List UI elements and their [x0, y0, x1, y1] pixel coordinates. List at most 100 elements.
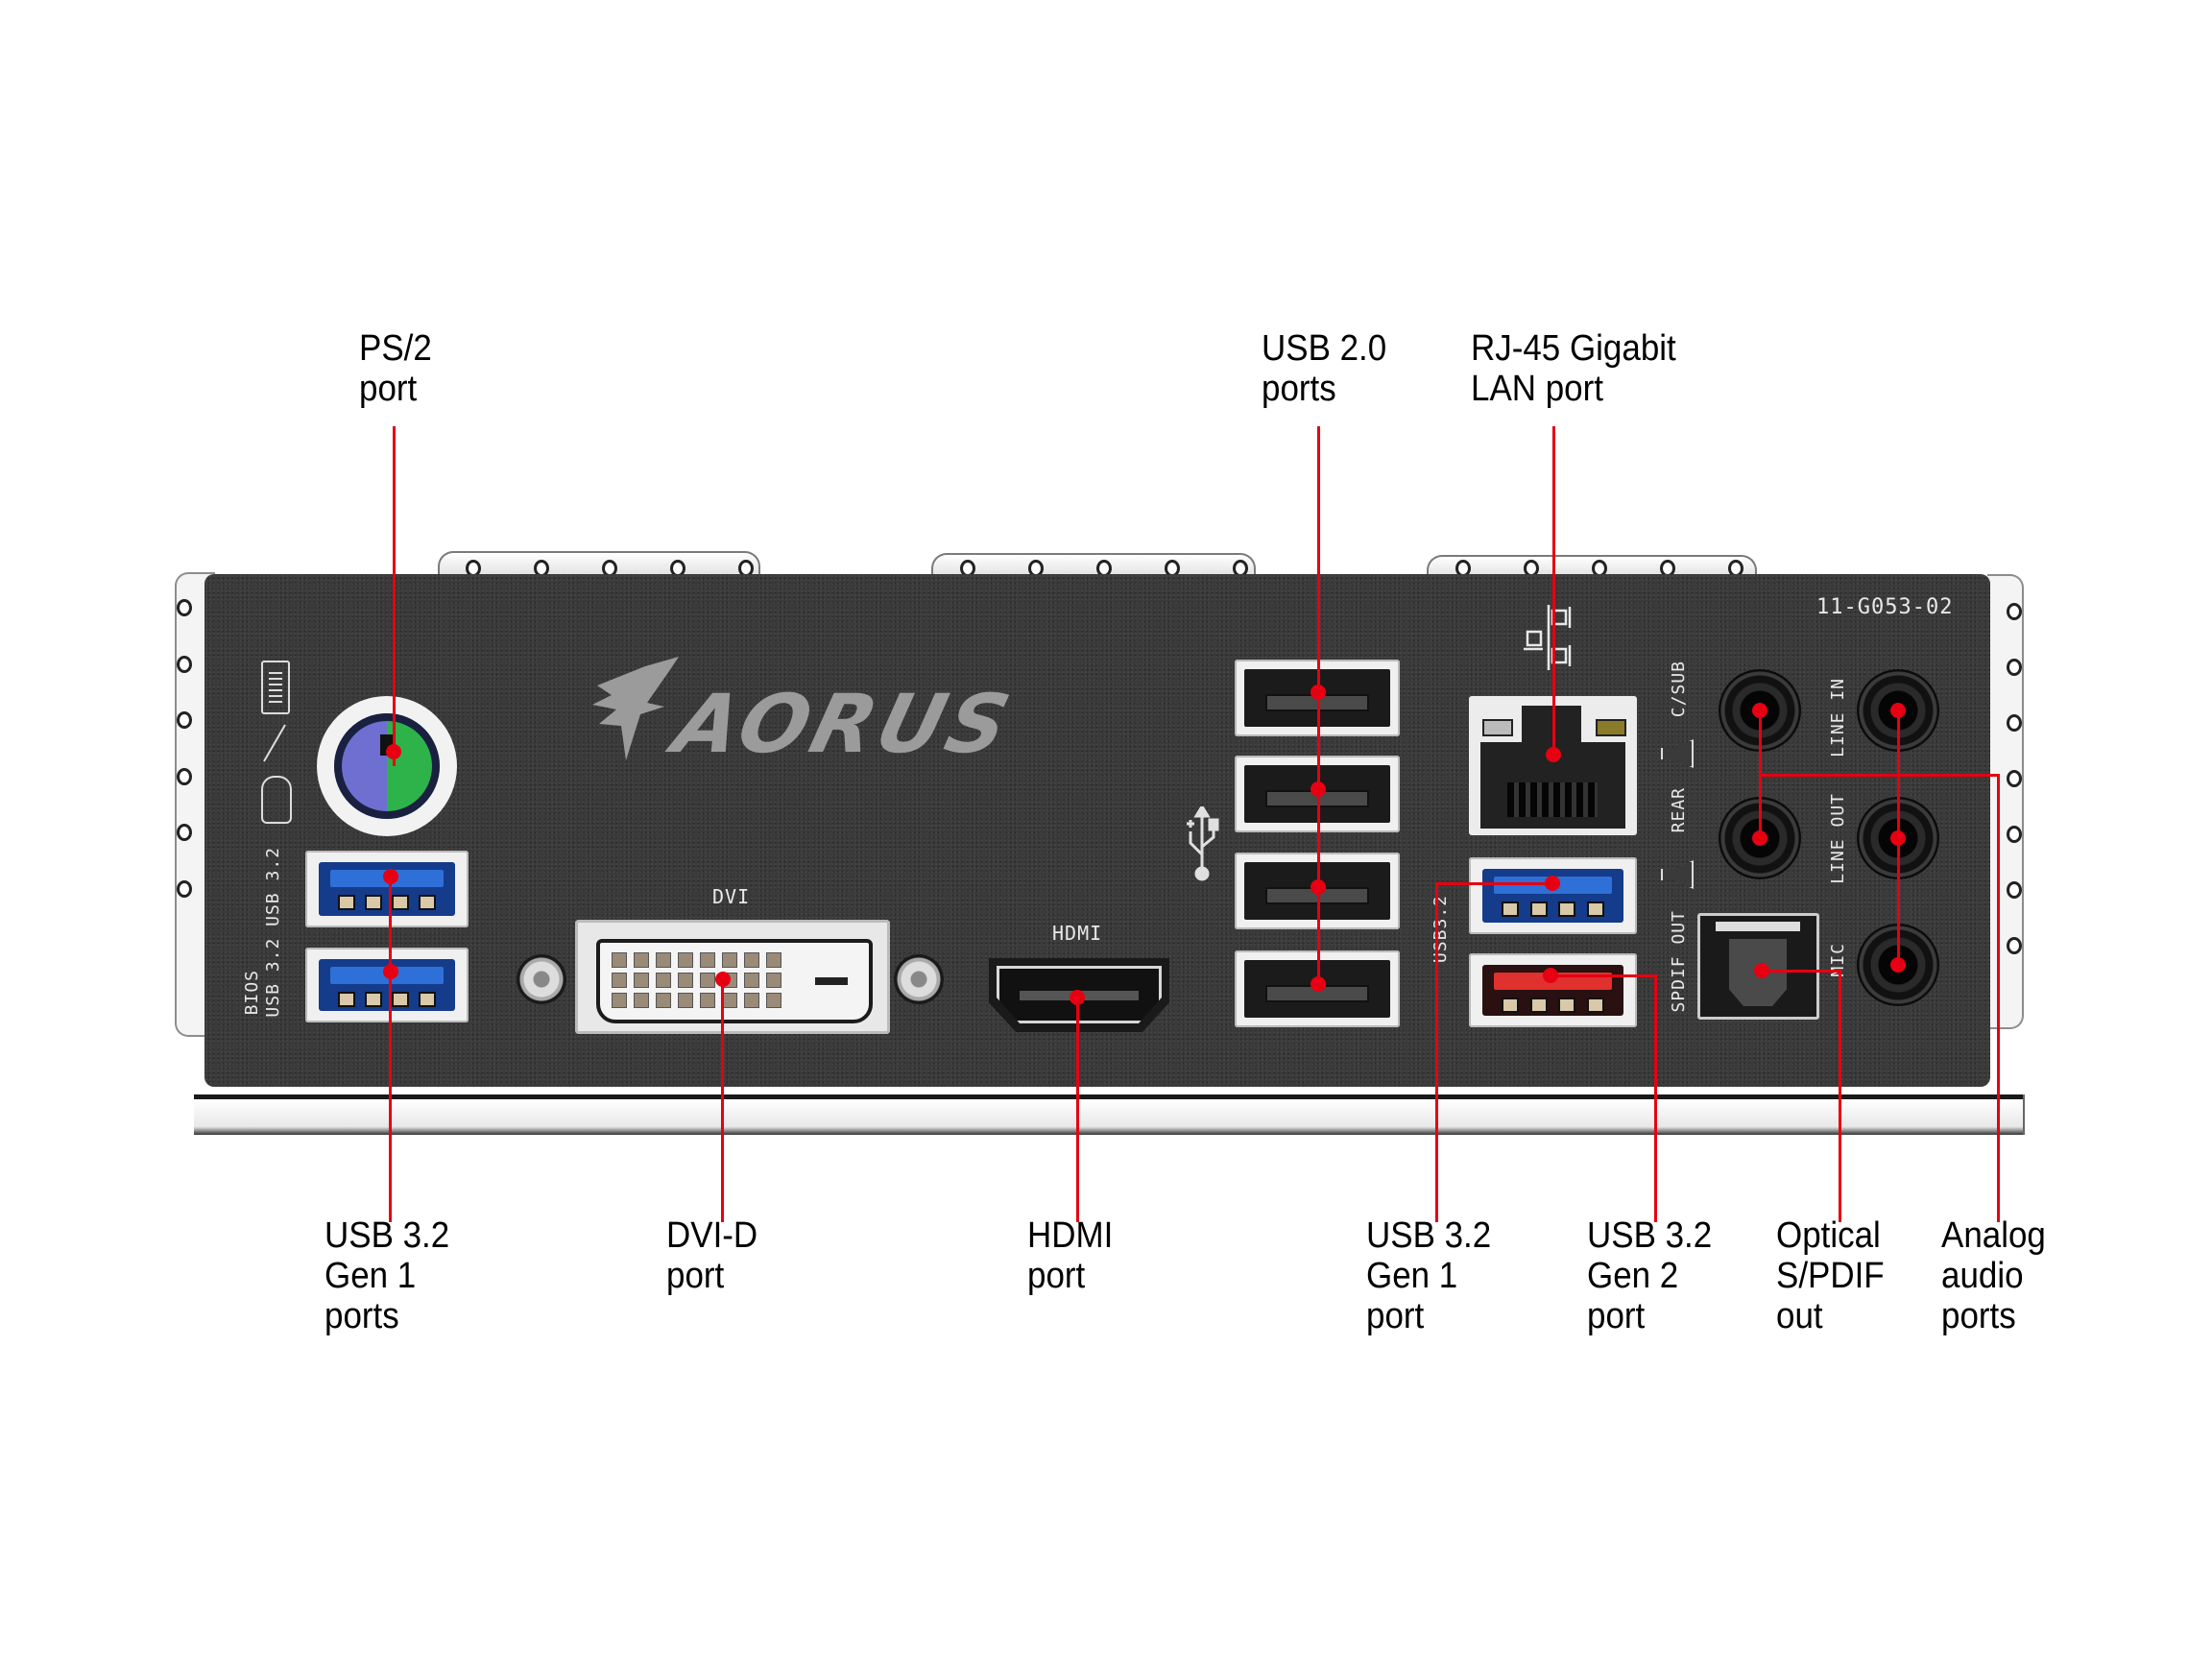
usb32-gen1-port-bios[interactable]: [305, 948, 469, 1022]
frame-hole: [177, 879, 192, 898]
aorus-eagle-logo-icon: [588, 657, 684, 760]
dvi-pin: [744, 993, 759, 1008]
silk-line-out: LINE OUT: [1828, 793, 1848, 884]
dvi-pin: [612, 993, 627, 1008]
keyboard-icon: [261, 661, 290, 714]
dvi-pin: [700, 973, 715, 988]
callout-dot-rj45: [1546, 747, 1561, 762]
dvi-pin: [744, 952, 759, 968]
dvi-pin: [612, 952, 627, 968]
callout-dot-usb20: [1310, 781, 1326, 797]
callout-line-usb20: [1317, 426, 1320, 985]
silk-dvi: DVI: [712, 885, 751, 908]
dvi-d-port[interactable]: [575, 920, 890, 1034]
part-number: 11-G053-02: [1816, 595, 1954, 619]
dvi-pin: [766, 973, 781, 988]
dvi-pin: [766, 952, 781, 968]
dvi-pin: [678, 973, 693, 988]
callout-line-rj45: [1552, 426, 1555, 755]
dvi-pin: [612, 973, 627, 988]
dvi-pin: [634, 973, 649, 988]
dvi-pin: [766, 993, 781, 1008]
callout-dot-usb32-left: [383, 869, 398, 884]
network-icon: [1522, 603, 1575, 672]
dvi-pin: [656, 973, 671, 988]
frame-hole: [177, 711, 192, 729]
silk-c-sub: C/SUB: [1669, 661, 1689, 718]
lan-led-left: [1482, 719, 1513, 736]
frame-hole: [2007, 826, 2022, 843]
frame-hole: [2007, 714, 2022, 732]
callout-dot-audio: [1752, 703, 1767, 718]
frame-hole: [2007, 770, 2022, 787]
callout-line-usb32-gen2: [1551, 974, 1656, 977]
usb-icon: [1183, 804, 1221, 881]
io-shield-frame-right: [1987, 574, 2024, 1029]
dvi-pin: [656, 952, 671, 968]
dvi-pin: [722, 993, 737, 1008]
callout-line-optical: [1839, 970, 1841, 1222]
usb32-gen1-port-right[interactable]: [1469, 857, 1637, 934]
callout-line-audio: [1759, 774, 2000, 777]
callout-dot-ps2: [386, 744, 401, 759]
callout-line-dvi: [721, 979, 724, 1222]
frame-hole: [2007, 659, 2022, 676]
dvi-pin: [678, 952, 693, 968]
silk-bios: BIOS: [242, 970, 262, 1016]
mouse-icon: [261, 776, 292, 824]
dvi-pin: [656, 993, 671, 1008]
callout-line-usb32-gen1: [1435, 882, 1552, 885]
dvi-pin: [744, 973, 759, 988]
dvi-pin: [700, 952, 715, 968]
callout-dot-usb20: [1310, 879, 1326, 895]
callout-line-ps2: [393, 426, 396, 766]
callout-dot-optical: [1754, 963, 1769, 978]
silk-line-in: LINE IN: [1828, 678, 1848, 757]
frame-hole: [177, 655, 192, 673]
callout-dot-usb32-gen2: [1543, 968, 1558, 983]
frame-hole: [177, 824, 192, 841]
dvi-pin: [634, 952, 649, 968]
ps2-port[interactable]: [317, 696, 457, 836]
dvi-pin: [722, 952, 737, 968]
aorus-logo-text: AORUS: [664, 677, 1022, 771]
silk-hdmi: HDMI: [1052, 922, 1103, 945]
usb32-gen1-port[interactable]: [305, 851, 469, 927]
frame-hole: [2007, 937, 2022, 954]
frame-hole: [2007, 603, 2022, 620]
dvi-pin: [678, 993, 693, 1008]
callout-line-usb32-gen2: [1654, 974, 1657, 1222]
dvi-pin: [700, 993, 715, 1008]
lan-led-right: [1596, 719, 1626, 736]
callout-dot-audio: [1890, 830, 1906, 846]
silk-rear: REAR: [1669, 787, 1689, 833]
dvi-pin: [634, 993, 649, 1008]
silk-usb32-left: USB 3.2 USB 3.2: [263, 847, 283, 1018]
callout-line-optical: [1762, 970, 1840, 973]
callout-dot-usb32-left: [383, 964, 398, 979]
frame-hole: [177, 767, 192, 785]
callout-dot-audio: [1752, 830, 1767, 846]
io-shield-bottom-rail: [194, 1094, 2025, 1135]
callout-dot-usb32-gen1: [1545, 876, 1560, 891]
callout-dot-usb20: [1310, 976, 1326, 992]
callout-line-usb32-gen1: [1435, 882, 1438, 1222]
usb32-gen2-port[interactable]: [1469, 953, 1637, 1027]
dvi-screw: [894, 954, 944, 1004]
frame-hole: [2007, 881, 2022, 899]
callout-dot-audio: [1890, 957, 1906, 973]
optical-spdif-port[interactable]: [1697, 913, 1819, 1020]
callout-dot-audio: [1890, 703, 1906, 718]
frame-hole: [177, 599, 192, 616]
callout-dot-dvi: [715, 972, 731, 987]
